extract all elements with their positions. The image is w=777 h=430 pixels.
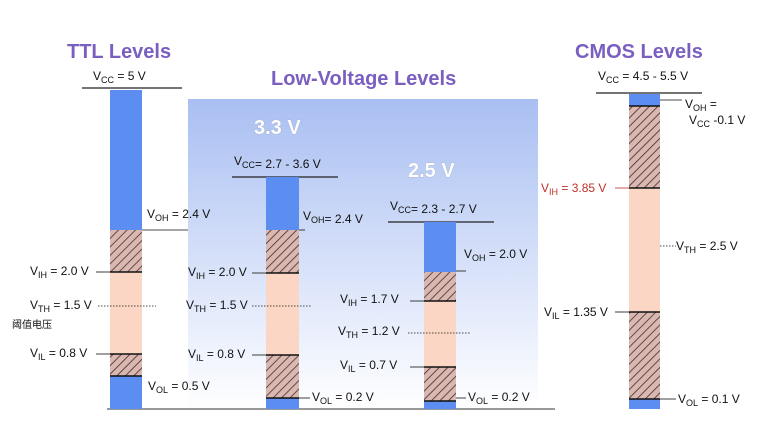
- v33-vth-value: = 1.5 V: [209, 298, 247, 312]
- ttl-high-band: [110, 90, 142, 230]
- svg-text:VOL = 0.5 V: VOL = 0.5 V: [148, 379, 210, 395]
- cmos-voh-value-2: -0.1 V: [713, 113, 745, 127]
- svg-text:VOL = 0.1 V: VOL = 0.1 V: [678, 392, 740, 408]
- svg-text:VOL = 0.2 V: VOL = 0.2 V: [312, 390, 374, 406]
- lvttl-25-column: VCC= 2.3 - 2.7 V VOH = 2.0 V VIH = 1.7 V…: [338, 199, 530, 409]
- v33-vcc-value: = 2.7 - 3.6 V: [255, 157, 321, 171]
- v25-vth-value: = 1.2 V: [361, 324, 399, 338]
- low-voltage-panel: [188, 99, 538, 409]
- svg-text:VTH = 1.5 V: VTH = 1.5 V: [186, 298, 248, 314]
- cmos-column: VCC = 4.5 - 5.5 V VOH = VCC -0.1 V VIH =…: [541, 69, 745, 409]
- ttl-vol-value: = 0.5 V: [171, 379, 209, 393]
- svg-text:VOL = 0.2 V: VOL = 0.2 V: [468, 390, 530, 406]
- cmos-vih-value: = 3.85 V: [561, 181, 606, 195]
- svg-text:VIL = 0.7 V: VIL = 0.7 V: [340, 358, 397, 374]
- v25-vol-value: = 0.2 V: [491, 390, 529, 404]
- ttl-column: VCC = 5 V VOH = 2.4 V VIH = 2.0 V VTH = …: [12, 69, 210, 409]
- svg-text:VOH =: VOH =: [685, 97, 717, 113]
- svg-text:VIH = 1.7 V: VIH = 1.7 V: [340, 292, 399, 308]
- svg-text:VTH = 1.5 V: VTH = 1.5 V: [30, 298, 92, 314]
- svg-text:VIH = 2.0 V: VIH = 2.0 V: [188, 265, 247, 281]
- svg-text:VOH = 2.4 V: VOH = 2.4 V: [147, 207, 210, 223]
- ttl-low-band: [110, 376, 142, 409]
- svg-text:VTH = 1.2 V: VTH = 1.2 V: [338, 324, 400, 340]
- ttl-threshold-cn-label: 阈值电压: [12, 318, 52, 331]
- v25-vih-value: = 1.7 V: [360, 292, 398, 306]
- cmos-voh-value: =: [710, 97, 717, 111]
- ttl-vih-value: = 2.0 V: [50, 264, 88, 278]
- svg-text:VCC = 4.5 - 5.5 V: VCC = 4.5 - 5.5 V: [598, 69, 688, 85]
- ttl-vth-value: = 1.5 V: [53, 298, 91, 312]
- ttl-hatch-band-lower: [110, 354, 142, 376]
- ttl-vil-value: = 0.8 V: [49, 346, 87, 360]
- cmos-vil-value: = 1.35 V: [563, 305, 608, 319]
- cmos-title: CMOS Levels: [575, 41, 703, 63]
- svg-text:VIH = 3.85 V: VIH = 3.85 V: [541, 181, 606, 197]
- v25-subtitle: 2.5 V: [408, 160, 455, 182]
- cmos-vth-value: = 2.5 V: [699, 239, 737, 253]
- svg-text:VOH = 2.0 V: VOH = 2.0 V: [464, 247, 527, 263]
- ttl-title: TTL Levels: [67, 41, 171, 63]
- lvttl-33-column: VCC= 2.7 - 3.6 V VOH= 2.4 V VIH = 2.0 V …: [186, 154, 374, 409]
- svg-text:VCC= 2.7 - 3.6 V: VCC= 2.7 - 3.6 V: [234, 154, 321, 171]
- cmos-vol-value: = 0.1 V: [701, 392, 739, 406]
- v25-voh-value: = 2.0 V: [489, 247, 527, 261]
- v33-subtitle: 3.3 V: [254, 117, 301, 139]
- ttl-voh-value: = 2.4 V: [172, 207, 210, 221]
- svg-text:VOH= 2.4 V: VOH= 2.4 V: [303, 209, 363, 226]
- svg-text:VIL = 1.35 V: VIL = 1.35 V: [544, 305, 608, 321]
- svg-text:VIL = 0.8 V: VIL = 0.8 V: [188, 347, 245, 363]
- svg-text:VCC= 2.3 - 2.7 V: VCC= 2.3 - 2.7 V: [390, 199, 477, 216]
- low-voltage-title: Low-Voltage Levels: [271, 68, 456, 90]
- svg-text:VCC -0.1 V: VCC -0.1 V: [689, 113, 745, 129]
- ttl-vcc-value: = 5 V: [117, 69, 145, 83]
- v33-vol-value: = 0.2 V: [335, 390, 373, 404]
- svg-text:VIH = 2.0 V: VIH = 2.0 V: [30, 264, 89, 280]
- v33-vil-value: = 0.8 V: [207, 347, 245, 361]
- svg-text:VCC = 5 V: VCC = 5 V: [93, 69, 146, 85]
- ttl-mid-band: [110, 272, 142, 354]
- svg-text:VIL = 0.8 V: VIL = 0.8 V: [30, 346, 87, 362]
- v25-vil-value: = 0.7 V: [359, 358, 397, 372]
- svg-text:VTH = 2.5 V: VTH = 2.5 V: [676, 239, 738, 255]
- v33-voh-value: = 2.4 V: [325, 212, 363, 226]
- ttl-hatch-band-upper: [110, 230, 142, 272]
- cmos-vcc-value: = 4.5 - 5.5 V: [622, 69, 688, 83]
- v25-vcc-value: = 2.3 - 2.7 V: [411, 202, 477, 216]
- v33-vih-value: = 2.0 V: [208, 265, 246, 279]
